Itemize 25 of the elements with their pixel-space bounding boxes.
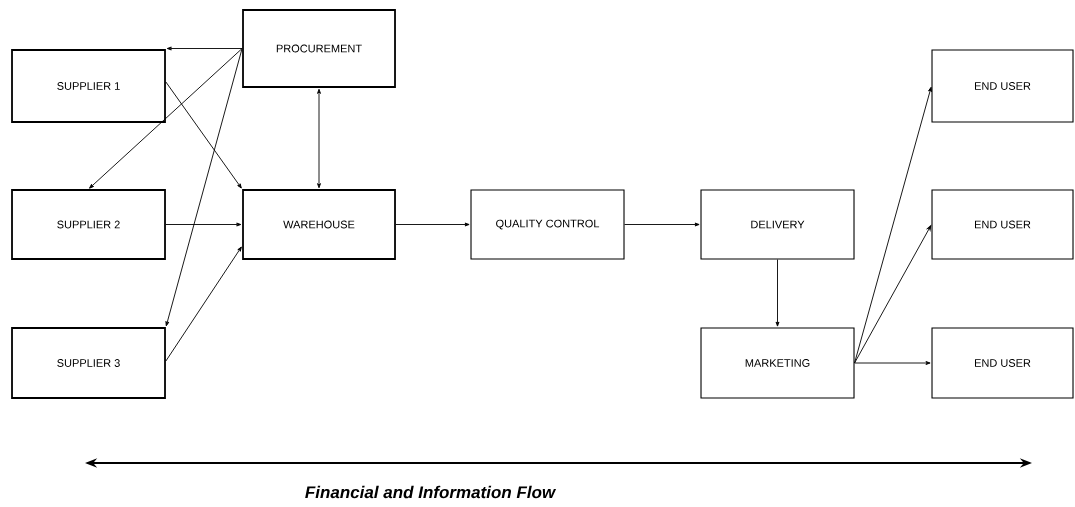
process-box: QUALITY CONTROL [470, 189, 625, 260]
process-box: END USER [931, 49, 1074, 123]
arrow [317, 88, 321, 189]
arrow [165, 48, 243, 327]
process-box: PROCUREMENT [242, 9, 396, 88]
arrow [165, 81, 242, 189]
process-box: MARKETING [700, 327, 855, 399]
arrow [624, 222, 700, 227]
arrow [165, 222, 242, 227]
arrow [89, 48, 243, 189]
flow-caption: Financial and Information Flow [305, 485, 557, 499]
process-box: END USER [931, 327, 1074, 399]
process-box: SUPPLIER 1 [11, 49, 166, 123]
arrow [395, 222, 470, 227]
process-box: SUPPLIER 3 [11, 327, 166, 399]
arrow [775, 259, 780, 327]
process-box: SUPPLIER 2 [11, 189, 166, 260]
process-box: WAREHOUSE [242, 189, 396, 260]
process-box: DELIVERY [700, 189, 855, 260]
process-box: END USER [931, 189, 1074, 260]
arrow [854, 361, 931, 365]
arrow [166, 46, 243, 51]
arrow [854, 86, 932, 364]
arrow [165, 246, 242, 362]
arrow [854, 225, 932, 364]
